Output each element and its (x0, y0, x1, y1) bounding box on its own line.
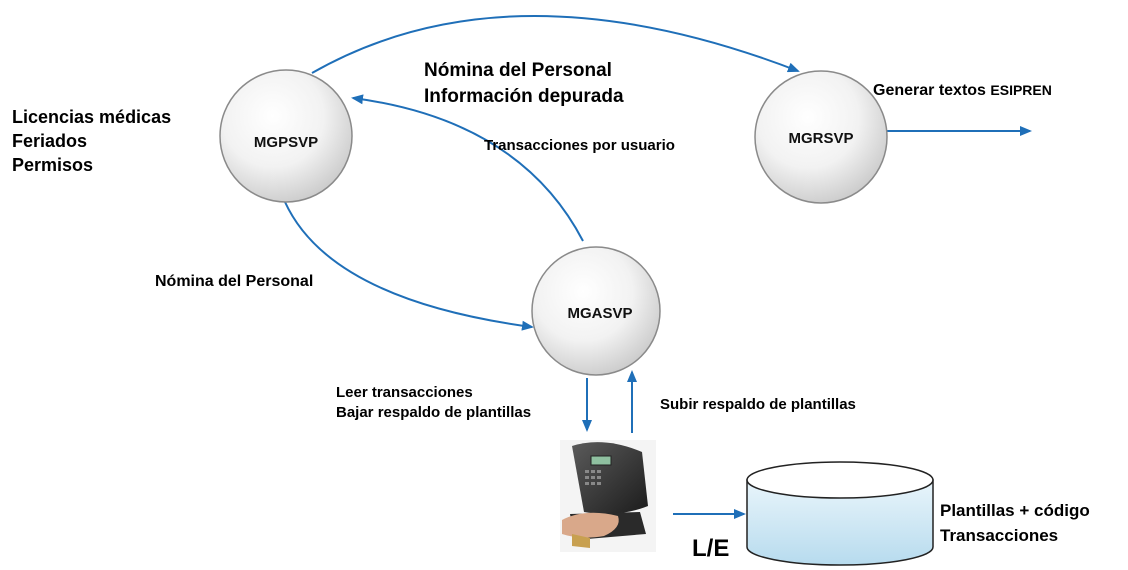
process-mgasvp: MGASVP (531, 246, 661, 376)
leer-transacciones-text: Leer transacciones (336, 384, 473, 401)
input-list-left: Licencias médicas Feriados Permisos (12, 105, 171, 177)
database-cylinder-icon (746, 461, 934, 566)
flow-label-generar-textos: Generar textos ESIPREN (873, 81, 1052, 100)
flow-arrow-mgpsvp-to-mgrsvp (311, 15, 800, 74)
process-mgpsvp: MGPSVP (219, 69, 353, 203)
flow-label-informacion-depurada: Información depurada (424, 86, 624, 107)
input-permisos: Permisos (12, 155, 94, 175)
flow-label-nomina-personal-top: Nómina del Personal (424, 60, 612, 81)
datastore-plantillas-codigo: Plantillas + código (940, 501, 1090, 520)
flow-label-transacciones-usuario: Transacciones por usuario (484, 137, 675, 154)
input-feriados: Feriados (12, 131, 88, 151)
process-mgasvp-label: MGASVP (567, 305, 632, 322)
generar-textos-text: Generar textos (873, 82, 986, 99)
datastore-transacciones: Transacciones (940, 526, 1059, 545)
flow-label-subir-respaldo: Subir respaldo de plantillas (660, 396, 856, 413)
flow-label-le: L/E (692, 535, 730, 562)
bajar-respaldo-text: Bajar respaldo de plantillas (336, 404, 532, 421)
process-mgrsvp: MGRSVP (754, 70, 888, 204)
hand-scanner-icon (560, 440, 656, 552)
flow-arrow-transacciones-usuario (351, 94, 584, 242)
esipren-text: ESIPREN (990, 82, 1052, 98)
input-licencias-medicas: Licencias médicas (12, 107, 172, 127)
process-mgrsvp-label: MGRSVP (788, 130, 853, 147)
datastore-label: Plantillas + código Transacciones (940, 498, 1090, 548)
flow-label-leer-bajar: Leer transacciones Bajar respaldo de pla… (336, 383, 531, 423)
flow-label-nomina-personal: Nómina del Personal (155, 273, 314, 290)
flow-arrow-nomina-personal (284, 201, 534, 331)
process-mgpsvp-label: MGPSVP (254, 134, 318, 151)
